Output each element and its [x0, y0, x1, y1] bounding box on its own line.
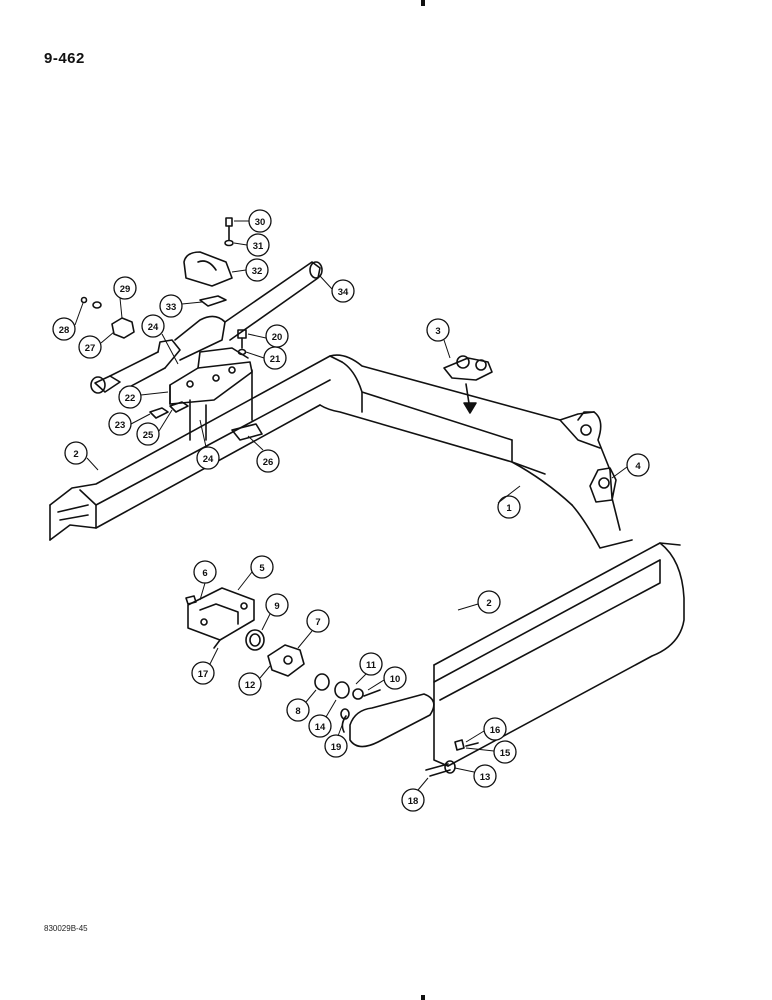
callout-5 [250, 555, 274, 579]
callout-11 [359, 652, 383, 676]
callout-24b [196, 446, 220, 470]
callout-14 [308, 714, 332, 738]
callout-label-24b: 24 [203, 454, 214, 465]
callout-label-14: 14 [315, 722, 326, 733]
callout-2a [64, 441, 88, 465]
callout-label-15: 15 [500, 748, 511, 759]
callout-label-24a: 24 [148, 322, 159, 333]
callout-label-23: 23 [115, 420, 126, 431]
callout-1 [497, 495, 521, 519]
callout-label-25: 25 [143, 430, 154, 441]
callout-9 [265, 593, 289, 617]
top-hardware [80, 217, 247, 356]
callout-label-34: 34 [338, 287, 349, 298]
callout-29 [113, 276, 137, 300]
front-pivot-parts [185, 587, 479, 777]
callout-label-18: 18 [408, 796, 419, 807]
callout-label-1: 1 [506, 503, 512, 514]
callout-label-28: 28 [59, 325, 70, 336]
callout-label-30: 30 [255, 217, 266, 228]
callout-label-10: 10 [390, 674, 401, 685]
callout-17 [191, 661, 215, 685]
callout-27 [78, 335, 102, 359]
callout-7 [306, 609, 330, 633]
callout-19 [324, 734, 348, 758]
callout-label-31: 31 [253, 241, 264, 252]
callout-8 [286, 698, 310, 722]
right-rail [433, 542, 685, 767]
callout-label-22: 22 [125, 393, 136, 404]
left-rail [49, 355, 343, 541]
callout-labels: 1 2 2 3 4 5 6 7 8 9 10 11 12 13 14 15 16… [59, 217, 642, 807]
callout-label-4: 4 [635, 461, 641, 472]
callout-label-2b: 2 [486, 598, 491, 609]
callout-label-17: 17 [198, 669, 209, 680]
callout-10 [383, 666, 407, 690]
callout-28 [52, 317, 76, 341]
callout-label-8: 8 [295, 706, 300, 717]
callout-34 [331, 279, 355, 303]
scan-mark-bottom [421, 995, 425, 1000]
callout-13 [473, 764, 497, 788]
callout-label-9: 9 [274, 601, 279, 612]
callout-12 [238, 672, 262, 696]
bracket-4 [577, 411, 617, 503]
mount-pad-3 [443, 355, 493, 414]
callout-label-32: 32 [252, 266, 263, 277]
callouts [52, 209, 650, 812]
main-frame-crossmember [319, 354, 633, 549]
callout-2b [477, 590, 501, 614]
callout-label-29: 29 [120, 284, 131, 295]
callout-label-16: 16 [490, 725, 501, 736]
callout-label-26: 26 [263, 457, 274, 468]
page-number: 9-462 [44, 50, 85, 67]
callout-label-11: 11 [366, 660, 377, 671]
callout-33 [159, 294, 183, 318]
callout-label-19: 19 [331, 742, 342, 753]
callout-label-20: 20 [272, 332, 283, 343]
callout-label-6: 6 [202, 568, 207, 579]
callout-label-5: 5 [259, 563, 265, 574]
callout-16 [483, 717, 507, 741]
callout-label-21: 21 [270, 354, 281, 365]
callout-3 [426, 318, 450, 342]
callout-22 [118, 385, 142, 409]
cylinder-assembly [90, 261, 323, 394]
callout-label-33: 33 [166, 302, 177, 313]
figure-code: 830029B-45 [44, 924, 88, 933]
callout-label-3: 3 [435, 326, 440, 337]
scan-mark-top [421, 0, 425, 6]
callout-label-12: 12 [245, 680, 256, 691]
callout-label-2a: 2 [73, 449, 78, 460]
callout-18 [401, 788, 425, 812]
pivot-housing [169, 251, 253, 405]
callout-4 [626, 453, 650, 477]
callout-26 [256, 449, 280, 473]
callout-24a [141, 314, 165, 338]
callout-label-7: 7 [315, 617, 320, 628]
callout-15 [493, 740, 517, 764]
callout-label-27: 27 [85, 343, 96, 354]
leader-lines [74, 220, 628, 791]
callout-25 [136, 422, 160, 446]
lower-plates [149, 369, 263, 441]
callout-label-13: 13 [480, 772, 491, 783]
